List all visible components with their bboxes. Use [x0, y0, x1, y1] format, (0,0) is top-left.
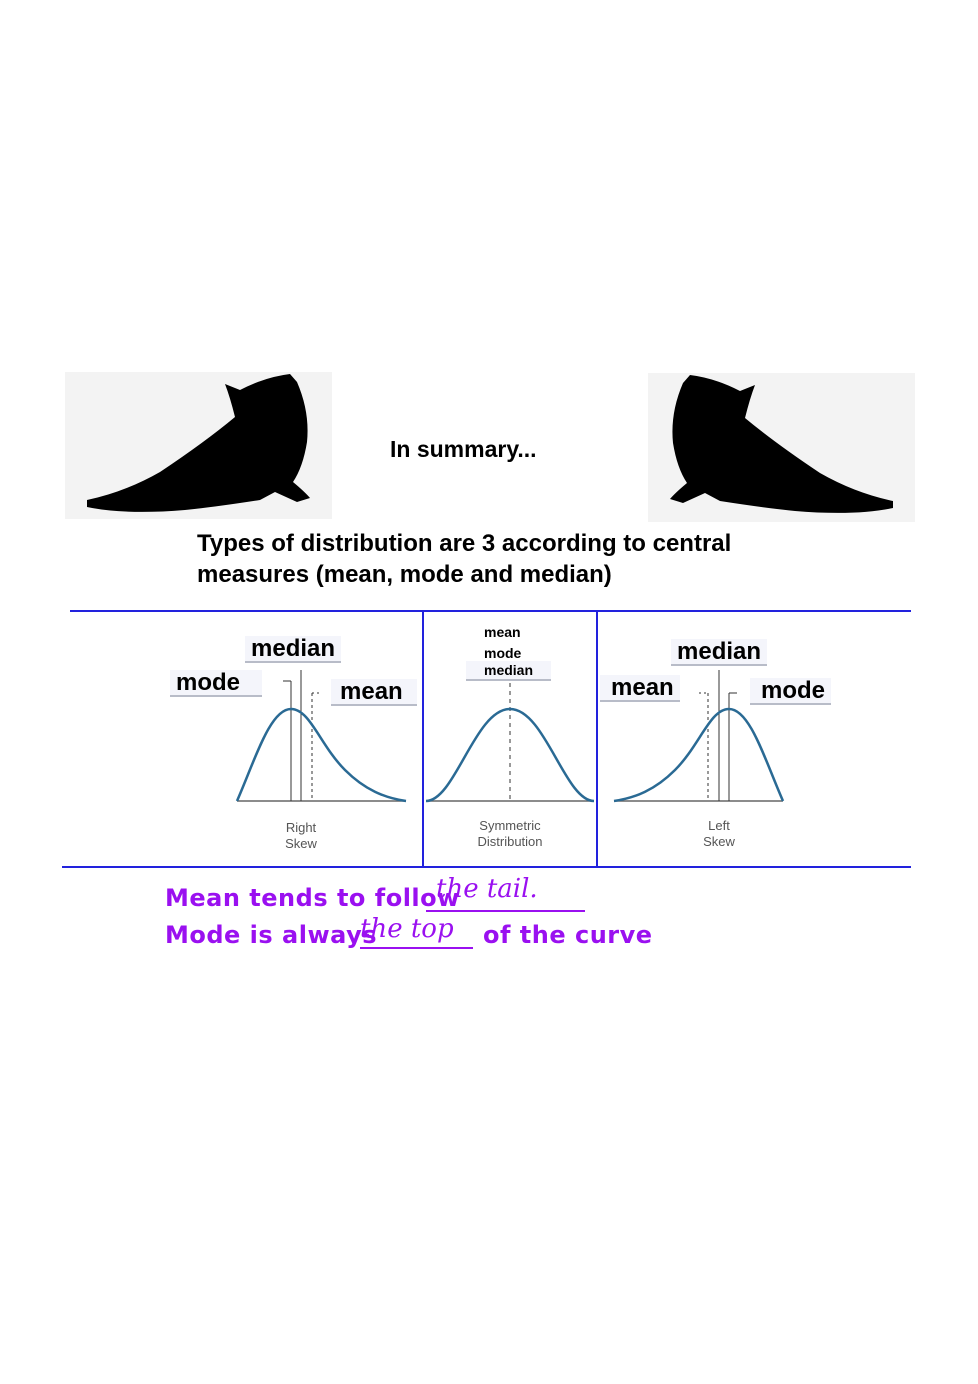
right-mean-label: mean — [331, 679, 417, 707]
caption-line: Skew — [285, 836, 317, 851]
note-line-2-prefix: Mode is always — [165, 921, 378, 949]
summary-heading: In summary... — [390, 436, 537, 462]
cat-silhouette-right-image — [648, 373, 915, 522]
caption-line: Left — [708, 818, 730, 833]
symmetric-labels: mean mode — [484, 622, 521, 663]
left-mean-label: mean — [600, 675, 680, 703]
symmetric-mode-label: mode — [484, 644, 522, 661]
note-line-1-handwritten: the tail. — [436, 874, 538, 904]
right-mode-label: mode — [170, 670, 263, 698]
note-line-2-suffix: of the curve — [483, 921, 653, 949]
divider-1 — [422, 612, 424, 866]
intro-text: Types of distribution are 3 according to… — [197, 530, 732, 588]
caption-line: Right — [285, 820, 317, 835]
note-line-1-prefix: Mean tends to follow — [165, 884, 460, 912]
blank-underline-1 — [426, 910, 585, 912]
caption-line: Skew — [703, 834, 735, 849]
top-rule — [70, 610, 911, 612]
left-median-label: median — [671, 639, 768, 667]
left-mode-label: mode — [750, 678, 832, 706]
note-line-2-handwritten: the top — [360, 914, 454, 944]
bottom-rule — [62, 866, 911, 868]
divider-2 — [596, 610, 598, 866]
right-skew-curve — [235, 670, 407, 803]
caption-line: Distribution — [477, 834, 543, 849]
left-skew-curve — [613, 670, 785, 803]
cat-silhouette-left-image — [65, 372, 332, 519]
caption-line: Symmetric — [479, 818, 541, 833]
symmetric-median-label: median — [466, 661, 552, 681]
symmetric-mean-label: mean — [484, 624, 521, 640]
symmetric-curve — [425, 683, 595, 803]
right-median-label: median — [245, 636, 342, 664]
blank-underline-2 — [360, 947, 473, 949]
